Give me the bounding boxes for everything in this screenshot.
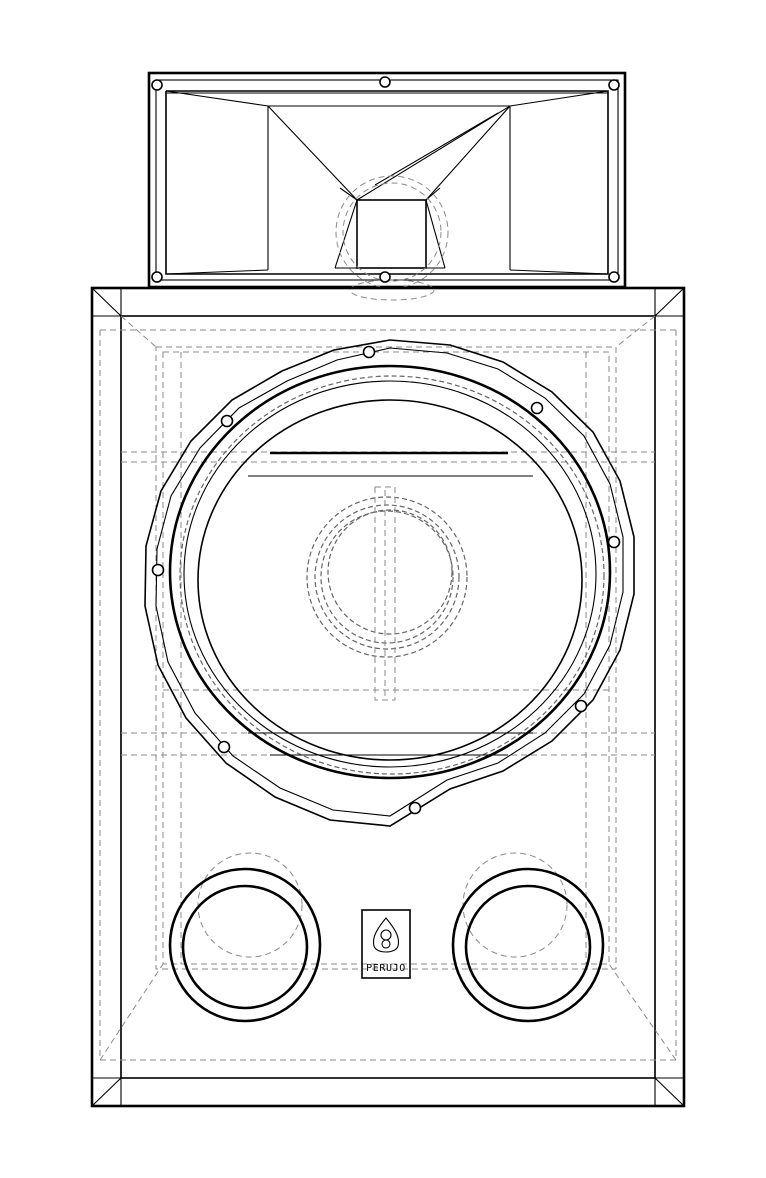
horn-throat-tr — [425, 187, 441, 201]
woofer-cone-edge — [197, 399, 583, 761]
horn-bolt — [151, 271, 163, 283]
brand-name-text: PERUJO — [366, 963, 406, 974]
horn-flare-tl — [165, 90, 269, 107]
cabinet-outer — [90, 286, 686, 1108]
magnet-hidden-2 — [314, 504, 460, 650]
woofer-bolt — [362, 345, 376, 359]
hidden-diag-tl — [120, 315, 157, 348]
magnet-hidden — [306, 496, 468, 658]
woofer-bolt — [220, 414, 234, 428]
horn-throat-l — [334, 199, 358, 269]
horn-bolt — [379, 271, 391, 283]
magnet-hidden-4 — [327, 509, 453, 635]
woofer-frame-outer-2 — [155, 347, 624, 817]
hidden-diag-br — [608, 963, 677, 1061]
hidden-diag-tr — [615, 315, 656, 348]
woofer-bolt — [217, 740, 231, 754]
port-right-inner — [464, 884, 592, 1010]
voice-coil-hidden — [374, 486, 396, 701]
bevel-tr — [654, 287, 685, 317]
compression-driver-hidden-inner — [342, 182, 442, 282]
woofer-bolt — [607, 535, 621, 549]
woofer-gasket-hidden — [179, 375, 605, 775]
horn-bolt — [151, 79, 163, 91]
port-left-hidden — [197, 852, 303, 958]
horn-diag-c — [425, 105, 511, 201]
bevel-br — [654, 1077, 685, 1107]
port-left-inner — [181, 884, 309, 1010]
horn-flare-tr — [509, 90, 609, 107]
brand-badge: PERUJO — [361, 909, 411, 979]
woofer-frame-outer — [144, 339, 635, 827]
compression-driver-hidden-base — [349, 279, 435, 301]
horn-flare-bl — [165, 269, 269, 275]
hidden-diag-bl — [99, 963, 164, 1061]
badge-plate — [361, 909, 411, 979]
woofer-bolt — [574, 699, 588, 713]
woofer-bolt — [151, 563, 165, 577]
port-right-outer — [451, 867, 605, 1023]
bevel-tl — [91, 287, 122, 317]
horn-assembly — [147, 71, 627, 301]
brand-logo-icon — [372, 917, 400, 953]
horn-throat-tl — [339, 187, 358, 201]
magnet-hidden-3 — [320, 510, 454, 644]
woofer-gasket-ring — [168, 364, 612, 780]
horn-throat — [356, 199, 427, 269]
horn-bolt — [608, 271, 620, 283]
bevel-bl — [91, 1077, 122, 1107]
horn-flare-br — [509, 269, 609, 275]
horn-flange-outer — [147, 71, 627, 289]
woofer — [144, 339, 635, 827]
horn-bolt — [608, 79, 620, 91]
bass-port-right — [451, 852, 605, 1023]
port-right-hidden — [462, 852, 568, 958]
port-left-outer — [168, 867, 322, 1023]
horn-mouth-outline — [165, 90, 609, 275]
horn-bolt — [379, 76, 391, 88]
compression-driver-hidden — [335, 175, 449, 289]
horn-flange-inner — [155, 79, 619, 281]
woofer-bolt — [530, 401, 544, 415]
hidden-inner-panel-2 — [162, 351, 610, 965]
cabinet — [90, 286, 686, 1108]
horn-diag-d — [374, 112, 499, 186]
horn-diag-b — [356, 105, 511, 201]
woofer-bolt — [408, 801, 422, 815]
horn-diag-a — [267, 105, 358, 201]
hidden-inner-panel — [155, 346, 617, 970]
bass-port-left — [168, 852, 322, 1023]
woofer-gasket-ring-inner — [183, 380, 597, 768]
